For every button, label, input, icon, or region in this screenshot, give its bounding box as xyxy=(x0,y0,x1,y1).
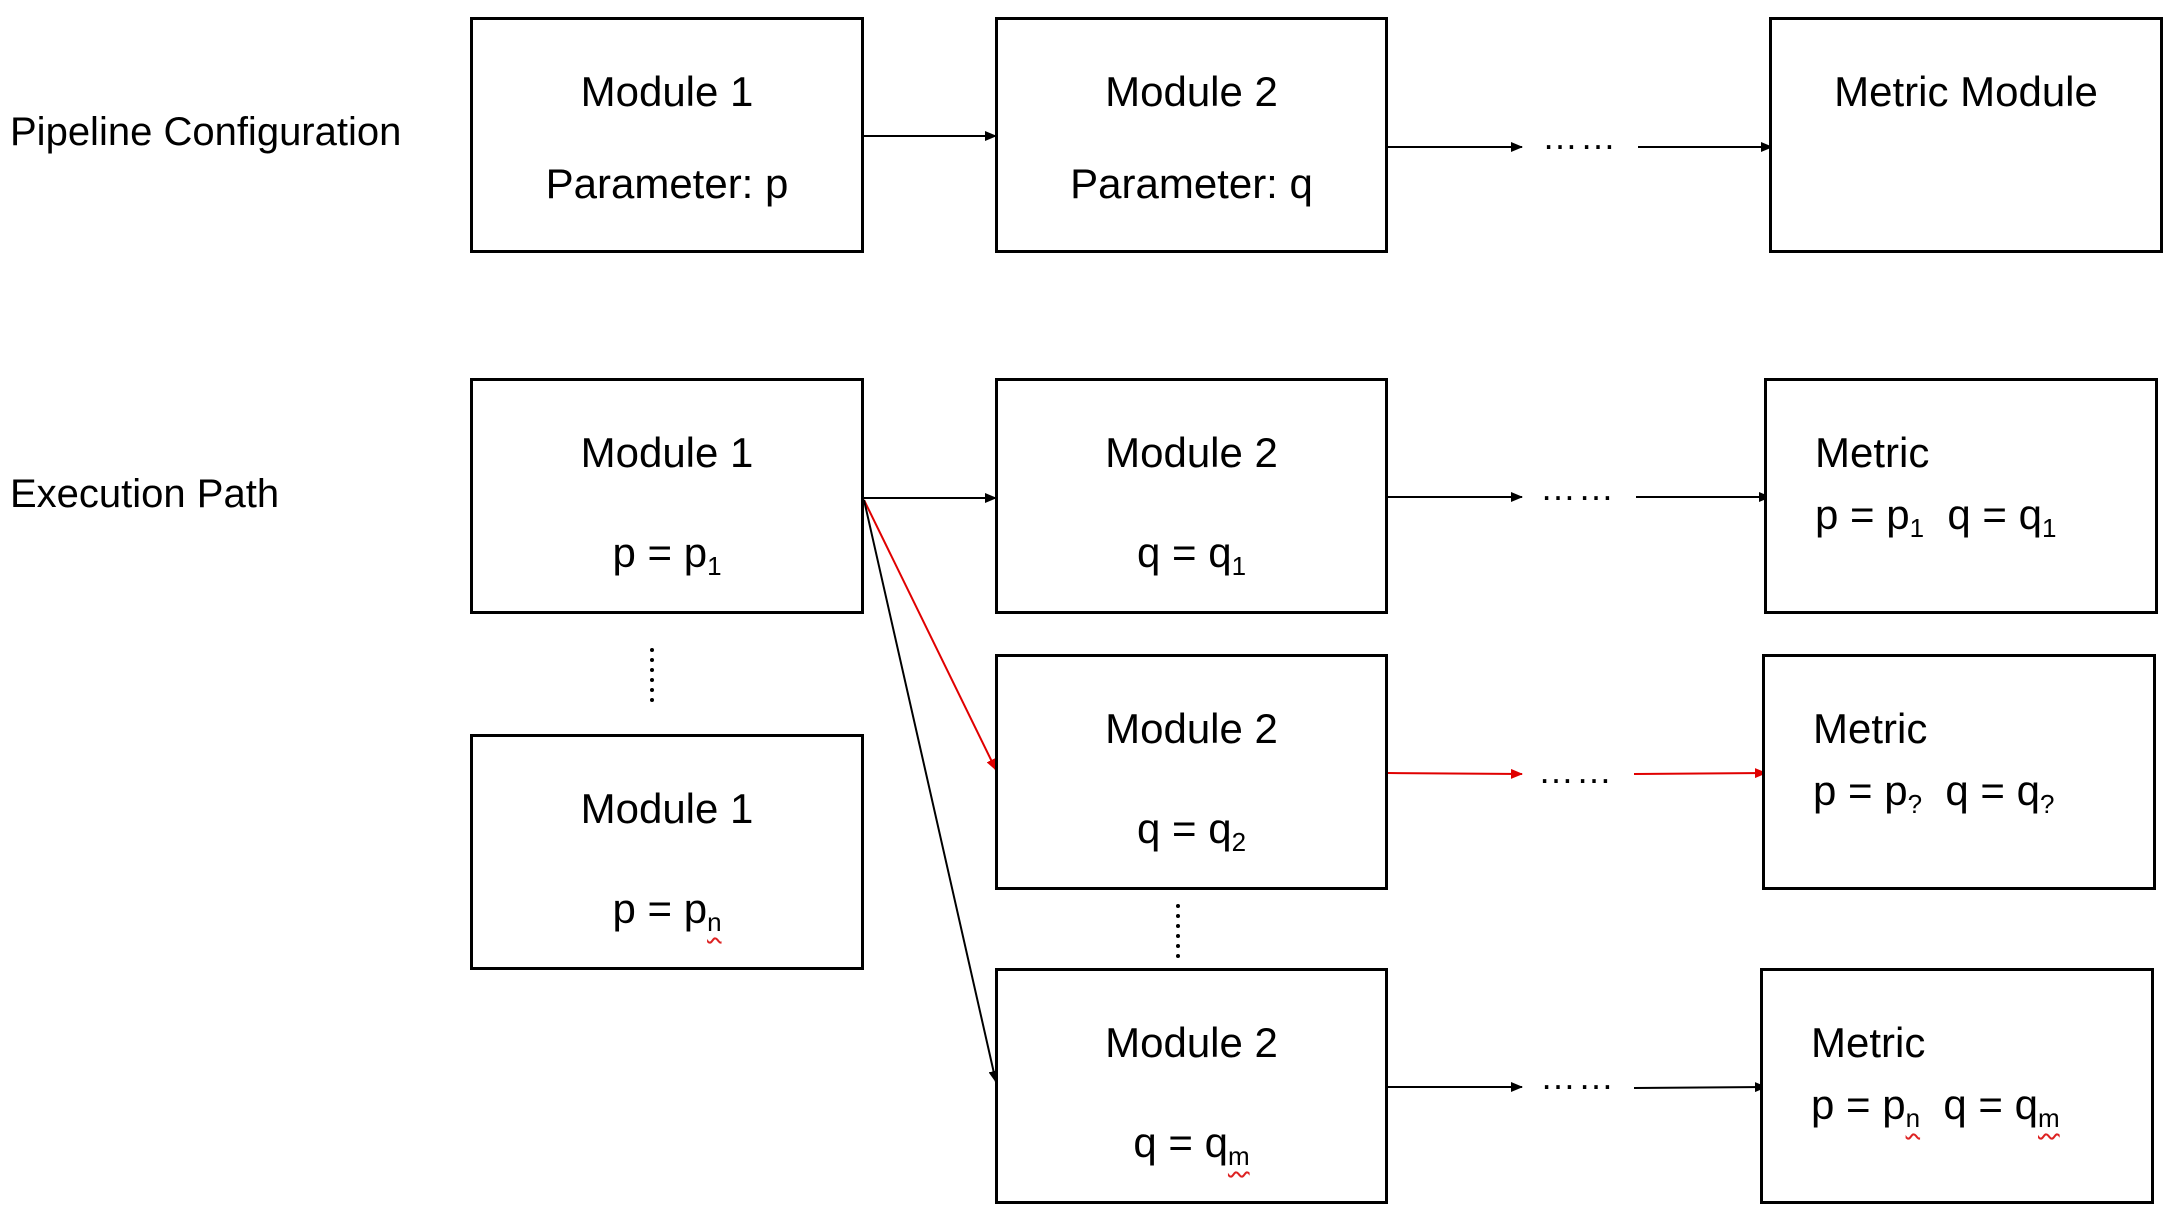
exec-metric-b-title: Metric xyxy=(1813,705,1928,752)
config-module-2-box: Module 2 Parameter: q xyxy=(995,17,1388,253)
exec-ellipsis-row-1: …… xyxy=(1540,467,1616,508)
exec-module-2-b-var: q = q2 xyxy=(1136,805,1247,857)
exec-metric-c-values: p = pn q = qm xyxy=(1811,1081,2060,1133)
exec-module-2-a-title: Module 2 xyxy=(1105,429,1278,476)
config-module-2-param: Parameter: q xyxy=(1070,160,1313,207)
config-module-1-title: Module 1 xyxy=(580,68,754,115)
exec-module-2-a-box: Module 2 q = q1 xyxy=(995,378,1388,614)
exec-module-2-c-title: Module 2 xyxy=(1105,1019,1278,1066)
config-metric-module-box: Metric Module xyxy=(1769,17,2163,253)
exec-module-1-bottom-title: Module 1 xyxy=(580,785,754,832)
exec-module-1-bottom-box: Module 1 p = pn xyxy=(470,734,864,970)
exec-module-2-b-title: Module 2 xyxy=(1105,705,1278,752)
exec-metric-c-title: Metric xyxy=(1811,1019,1926,1066)
exec-metric-a-values: p = p1 q = q1 xyxy=(1815,491,2057,543)
exec-ellipsis-row-2: …… xyxy=(1538,750,1614,791)
config-ellipsis: …… xyxy=(1542,116,1618,157)
config-module-1-param: Parameter: p xyxy=(545,160,789,207)
exec-module-1-top-title: Module 1 xyxy=(580,429,754,476)
config-metric-module-title: Metric Module xyxy=(1834,68,2098,115)
exec-module-1-vertical-ellipsis xyxy=(650,648,656,708)
exec-metric-b-box: Metric p = p? q = q? xyxy=(1762,654,2156,890)
exec-metric-b-values: p = p? q = q? xyxy=(1813,767,2055,819)
arrow-exec-m1-m2c xyxy=(863,499,999,1083)
exec-module-2-b-box: Module 2 q = q2 xyxy=(995,654,1388,890)
exec-metric-c-box: Metric p = pn q = qm xyxy=(1760,968,2154,1204)
exec-metric-a-box: Metric p = p1 q = q1 xyxy=(1764,378,2158,614)
arrow-exec-ellipsis-metricb-highlight xyxy=(1633,768,1767,779)
exec-ellipsis-row-3: …… xyxy=(1540,1056,1616,1097)
exec-module-2-a-var: q = q1 xyxy=(1136,529,1247,581)
config-module-2-title: Module 2 xyxy=(1105,68,1278,115)
pipeline-configuration-label: Pipeline Configuration xyxy=(10,110,402,154)
exec-module-2-c-var: q = qm xyxy=(1133,1119,1250,1171)
arrow-exec-m2b-ellipsis-highlight xyxy=(1387,768,1523,779)
exec-module-1-bottom-var: p = pn xyxy=(612,885,722,937)
arrow-exec-ellipsis-metricc xyxy=(1633,1082,1767,1093)
arrow-exec-m1-m2b-highlight xyxy=(863,499,997,771)
exec-module-1-top-box: Module 1 p = p1 xyxy=(470,378,864,614)
exec-module-2-c-box: Module 2 q = qm xyxy=(995,968,1388,1204)
exec-module-1-top-var: p = p1 xyxy=(612,529,722,581)
config-module-1-box: Module 1 Parameter: p xyxy=(470,17,864,253)
exec-metric-a-title: Metric xyxy=(1815,429,1930,476)
exec-module-2-vertical-ellipsis xyxy=(1176,904,1182,964)
execution-path-label: Execution Path xyxy=(10,472,280,516)
